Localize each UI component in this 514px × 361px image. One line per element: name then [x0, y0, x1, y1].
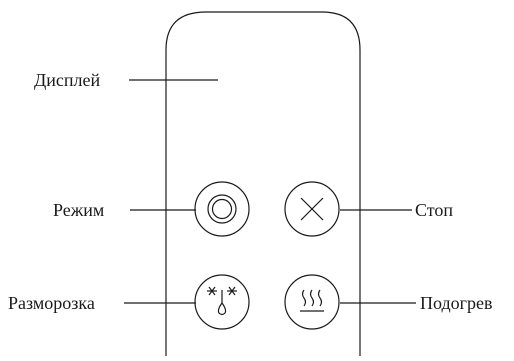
stop-button[interactable] [284, 181, 340, 237]
heat-waves-icon [300, 289, 324, 312]
heat-button[interactable] [284, 274, 340, 330]
panel-outline [165, 11, 361, 356]
display-label: Дисплей [34, 70, 101, 90]
stop-label: Стоп [415, 200, 454, 220]
defrost-button[interactable] [194, 274, 250, 330]
defrost-label: Разморозка [8, 293, 95, 313]
heat-label: Подогрев [420, 293, 493, 313]
cross-icon [300, 197, 324, 221]
snowflake-droplet-icon [207, 286, 237, 316]
mode-label: Режим [53, 200, 105, 220]
mode-button[interactable] [194, 181, 250, 237]
concentric-circles-icon [207, 194, 237, 224]
